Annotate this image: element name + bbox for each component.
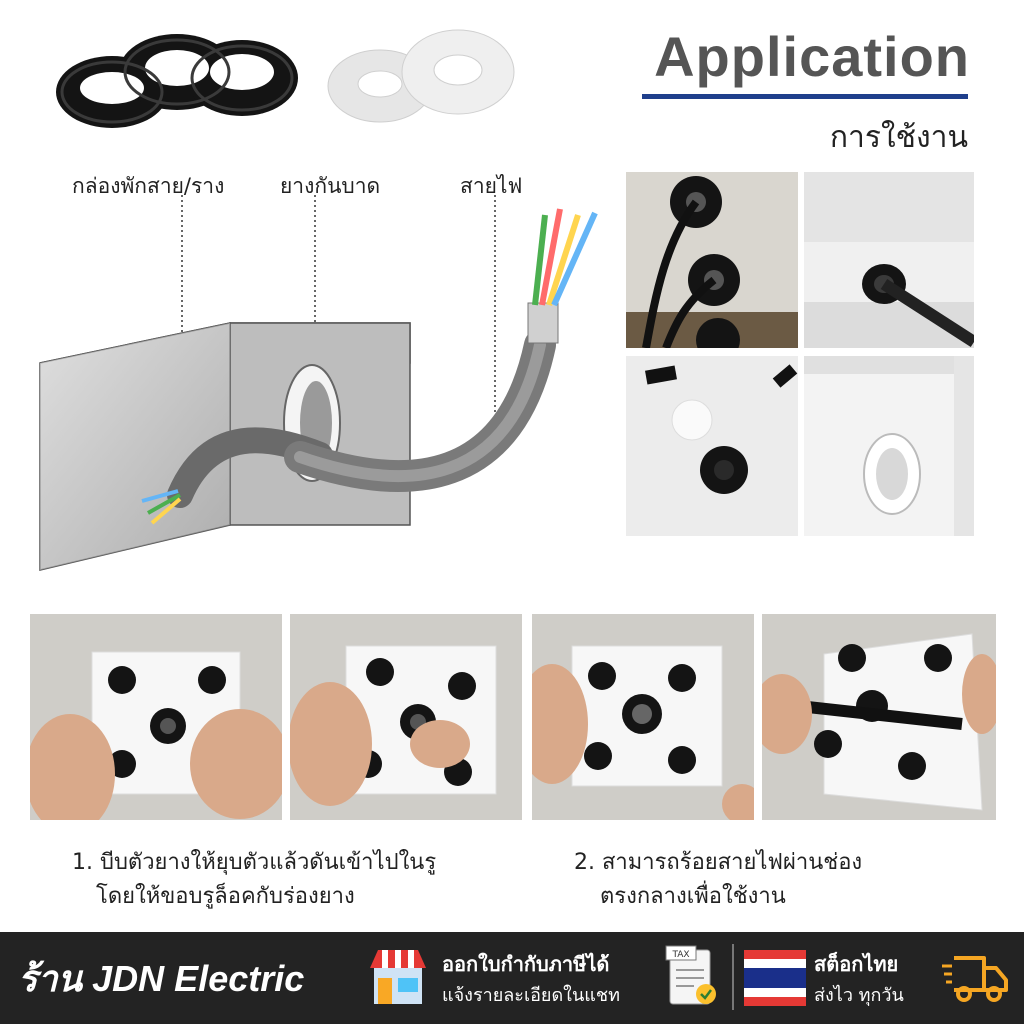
label-grommet: ยางกันบาด [280,174,381,198]
page-subtitle: การใช้งาน [829,120,968,155]
shop-name: ร้าน JDN Electric [18,958,305,999]
footer-divider [732,944,734,1010]
step-photo-1 [30,614,282,820]
page-title: Application [654,25,970,88]
label-junction-box: กล่องพักสาย/ราง [72,174,225,198]
step-2-text: 2. สามารถร้อยสายไฟผ่านช่อง ตรงกลางเพื่อใ… [574,846,862,914]
label-cable: สายไฟ [460,174,523,198]
step-1-line-1: 1. บีบตัวยางให้ยุบตัวแล้วดันเข้าไปในรู [72,850,437,875]
box-cable-diagram [39,195,598,571]
application-photo-1 [626,172,798,348]
tax-detail-text: แจ้งรายละเอียดในแชท [442,985,620,1006]
delivery-truck-icon [942,956,1008,1002]
fast-shipping-text: ส่งไว ทุกวัน [814,985,904,1006]
application-photo-2 [804,172,974,348]
application-photo-4 [804,356,974,536]
tax-document-icon: TAX [665,945,716,1005]
step-photo-4 [762,614,996,820]
step-1-text: 1. บีบตัวยางให้ยุบตัวแล้วดันเข้าไปในรู โ… [72,846,436,914]
tax-invoice-text: ออกใบกำกับภาษีได้ [442,952,610,976]
shop-icon [370,950,426,1004]
white-grommets-image [327,29,515,123]
thai-stock-text: สต็อกไทย [814,952,899,976]
black-grommets-image [56,34,298,128]
thai-flag-icon [744,950,806,1006]
tax-badge-text: TAX [671,950,689,960]
footer-bar [0,932,1024,1024]
step-2-line-1: 2. สามารถร้อยสายไฟผ่านช่อง [574,850,863,875]
application-photo-3 [626,356,798,536]
title-underline [642,94,968,99]
step-photo-3 [532,614,754,820]
step-1-line-2: โดยให้ขอบรูล็อคกับร่องยาง [96,884,355,909]
step-photo-2 [290,614,522,820]
step-2-line-2: ตรงกลางเพื่อใช้งาน [600,884,786,909]
